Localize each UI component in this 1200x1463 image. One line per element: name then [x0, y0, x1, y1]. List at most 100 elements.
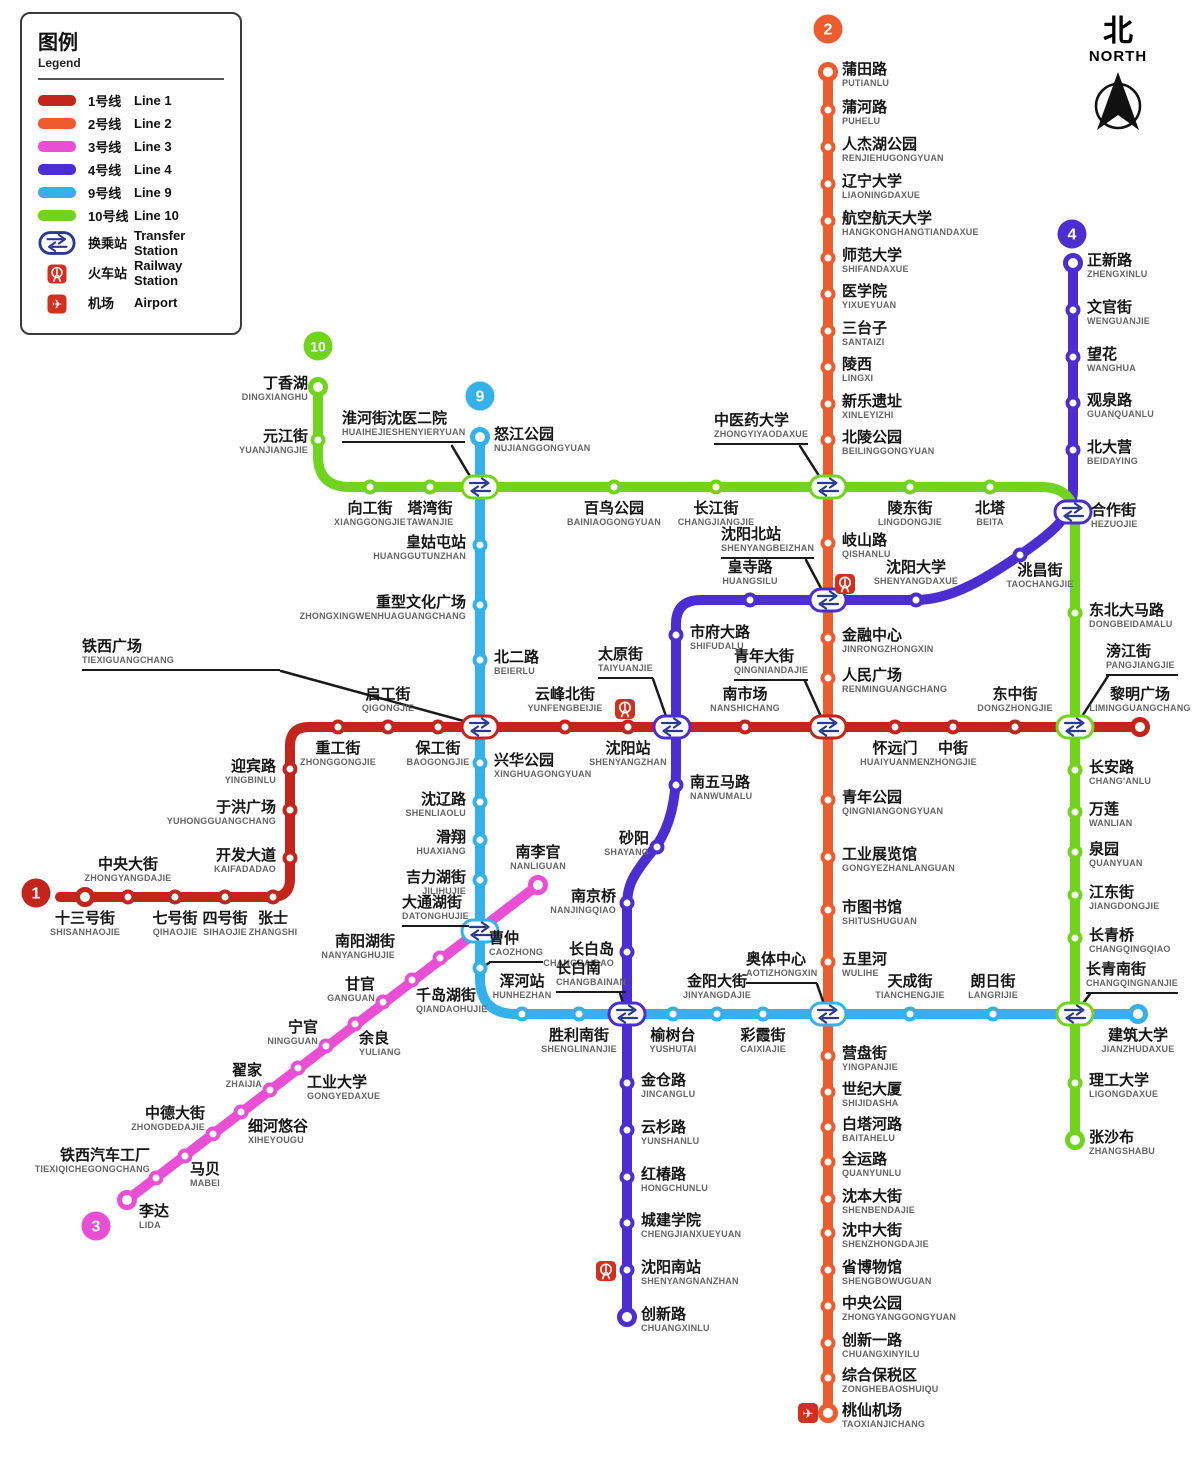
station-shisanhaojie [75, 887, 95, 907]
station-shitushuguan [820, 902, 836, 918]
station-quanyuan [1067, 844, 1083, 860]
svg-text:✈: ✈ [803, 1406, 814, 1421]
transfer-station-qingniandajie [808, 714, 848, 740]
legend-symbol-zh: 机场 [88, 296, 115, 311]
station-ningguan [318, 1038, 334, 1054]
station-shenyangzhan [620, 719, 636, 735]
legend-swatch [38, 141, 76, 152]
station-caixiajie [755, 1006, 771, 1022]
station-gongyedaxue [290, 1060, 306, 1076]
station-zhongyangdajie [120, 889, 136, 905]
line-10-badge: 10 [303, 331, 333, 361]
svg-text:✈: ✈ [52, 297, 62, 311]
legend-swatch [38, 187, 76, 198]
station-taoxianjichang [818, 1403, 838, 1423]
transfer-station-shenyangbeizhan [808, 587, 848, 613]
station-puhelu [820, 102, 836, 118]
station-yixueyuan [820, 286, 836, 302]
station-xinghuagongyuan [472, 755, 488, 771]
station-guanquanlu [1065, 395, 1081, 411]
station-hangkonghangtiandaxue [820, 213, 836, 229]
station-jinrongzhongxin [820, 630, 836, 646]
station-yingbinlu [282, 761, 298, 777]
station-shayang [649, 839, 665, 855]
station-gongyezhanlanguan [820, 849, 836, 865]
station-renjiehugongyuan [820, 139, 836, 155]
station-changbaidao [619, 944, 635, 960]
svg-text:2: 2 [824, 22, 833, 39]
line-3-badge: 3 [81, 1211, 111, 1241]
transfer-station-aotizhongxin [808, 1001, 848, 1027]
transfer-station-changqingnanjie [1055, 1001, 1095, 1027]
legend-line-zh: 1号线 [88, 94, 122, 109]
railway-station-icon [47, 263, 67, 283]
line-1-path [55, 722, 1145, 902]
station-baitahelu [820, 1119, 836, 1135]
station-qiandaohujie [404, 972, 420, 988]
legend-line-zh: 2号线 [88, 117, 122, 132]
transfer-station-zhongyiyaodaxue [808, 474, 848, 500]
station-xianggongjie [362, 479, 378, 495]
station-zhaijia [262, 1082, 278, 1098]
legend-line-en: Line 1 [134, 93, 172, 108]
station-lingxi [820, 359, 836, 375]
line-2-badge: 2 [813, 14, 843, 44]
station-langrijie [985, 1006, 1001, 1022]
station-changjiangjie [708, 479, 724, 495]
station-tawanjie [422, 479, 438, 495]
station-zhongxingwenhuaguangchang [472, 597, 488, 613]
station-wenguanjie [1065, 302, 1081, 318]
station-tiexiqichegongchang [148, 1170, 164, 1186]
station-lida [117, 1190, 137, 1210]
station-jinyangdajie [709, 1006, 725, 1022]
legend-title: 图例 [38, 32, 78, 54]
line-4-path [622, 258, 1078, 1322]
legend-symbol-en: Transfer Station [134, 227, 186, 258]
callout-line-pangjiangjie [1077, 674, 1110, 723]
station-zhongyanggongyuan [820, 1298, 836, 1314]
station-changanlu [1067, 762, 1083, 778]
legend-swatch [38, 164, 76, 175]
station-nanyanghujie [432, 950, 448, 966]
transfer-station-hezuojie [1053, 499, 1093, 525]
station-dongzhongjie [1007, 719, 1023, 735]
station-zhangshabu [1065, 1130, 1085, 1150]
airport-icon: ✈ [47, 293, 67, 313]
station-jiangdongjie [1067, 887, 1083, 903]
station-qihaojie [167, 889, 183, 905]
station-xinleyizhi [820, 396, 836, 412]
station-huaxiang [472, 832, 488, 848]
callout-line-shenyangbeizhan [804, 558, 825, 594]
station-yunfengbeijie [557, 719, 573, 735]
station-caozhong [472, 960, 488, 976]
station-shenyangnanzhan [619, 1262, 635, 1278]
station-lingdongjie [902, 479, 918, 495]
station-liaoningdaxue [820, 176, 836, 192]
station-nanliguan [528, 875, 548, 895]
station-beierlu [472, 652, 488, 668]
station-huaiyuanmen [887, 719, 903, 735]
legend-line-en: Line 4 [134, 162, 172, 177]
station-shijidasha [820, 1084, 836, 1100]
station-dingxianghu [308, 377, 328, 397]
line-4-badge: 4 [1057, 219, 1087, 249]
railway-station-icon [596, 1261, 616, 1281]
svg-text:1: 1 [32, 886, 41, 903]
transfer-station-pangjiangjie [1055, 714, 1095, 740]
station-santaizi [820, 323, 836, 339]
legend-divider [38, 78, 224, 80]
station-jianzhudaxue [1128, 1004, 1148, 1024]
airport-icon: ✈ [798, 1403, 818, 1423]
legend-line-en: Line 2 [134, 116, 172, 131]
station-shenbendajie [820, 1191, 836, 1207]
compass-label-zh: 北 [1103, 15, 1133, 48]
station-chuangxinlu [617, 1307, 637, 1327]
station-taochangjie [1012, 547, 1028, 563]
station-shengbowuguan [820, 1262, 836, 1278]
